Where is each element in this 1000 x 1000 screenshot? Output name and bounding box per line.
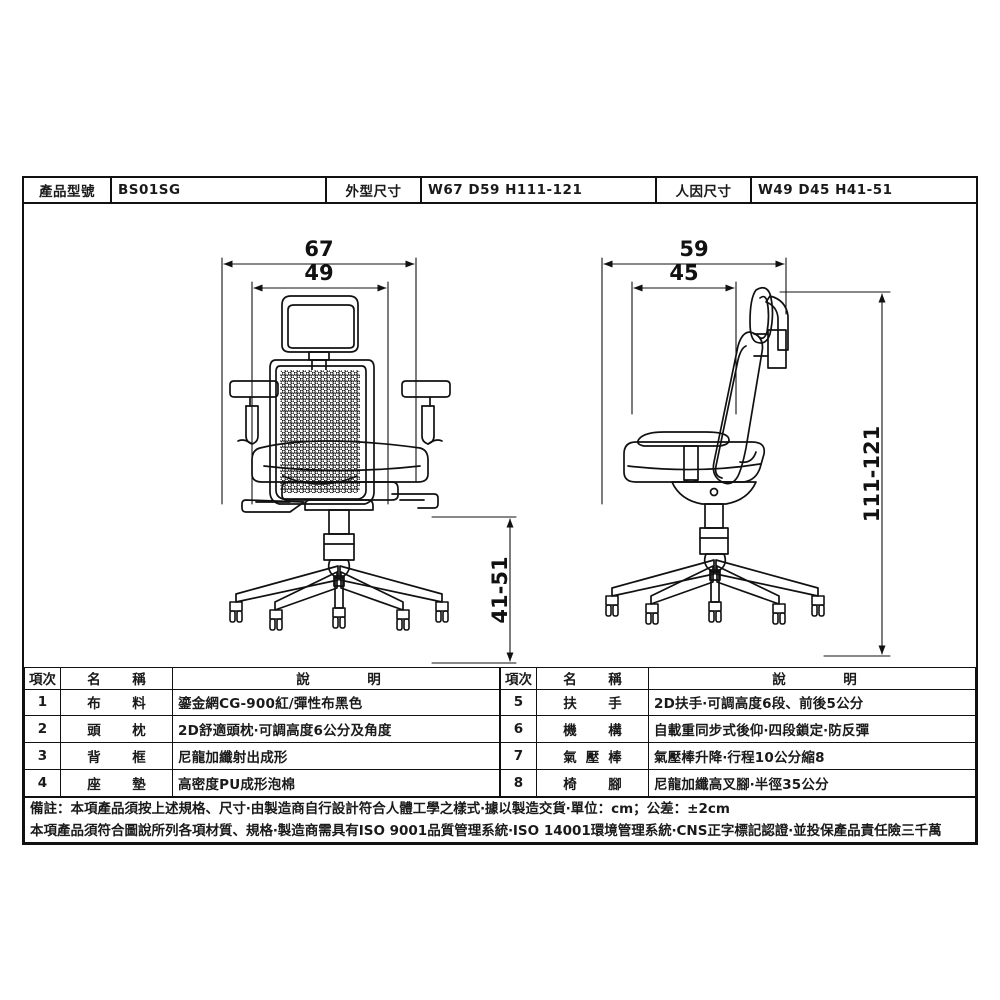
- row-name: 布 料: [60, 688, 173, 717]
- col-header-name: 名 稱: [60, 667, 173, 690]
- row-no: 8: [500, 769, 537, 797]
- spec-header-row: 產品型號 BS01SG 外型尺寸 W67 D59 H111-121 人因尺寸 W…: [24, 178, 976, 204]
- row-no: 4: [24, 769, 61, 797]
- footer-notes: 備註：本項產品須按上述規格、尺寸‧由製造商自行設計符合人體工學之樣式‧據以製造交…: [24, 797, 976, 843]
- overall-height-label: 111-121: [860, 426, 884, 522]
- table-row: 4 座 墊 高密度PU成形泡棉: [24, 769, 500, 797]
- armrest-right-front: [401, 380, 451, 445]
- seat-height-label: 41-51: [488, 556, 512, 623]
- row-no: 2: [24, 715, 61, 744]
- model-label: 產品型號: [24, 178, 112, 202]
- table-row: 8 椅 腳 尼龍加纖高叉腳‧半徑35公分: [500, 769, 976, 797]
- note-line-2: 本項產品須符合圖說所列各項材質、規格‧製造商需具有ISO 9001品質管理系統‧…: [30, 823, 942, 839]
- row-desc: 自載重同步式後仰‧四段鎖定‧防反彈: [648, 715, 976, 744]
- front-elevation-office-chair: [221, 257, 451, 631]
- outer-dimension-label: 外型尺寸: [327, 178, 422, 202]
- row-name: 扶 手: [536, 688, 649, 717]
- side-elevation-office-chair: [601, 257, 825, 625]
- row-name: 座 墊: [60, 769, 173, 797]
- casters-side: [605, 595, 825, 625]
- col-header-desc: 說 明: [648, 667, 976, 690]
- row-desc: 2D舒適頭枕‧可調高度6公分及角度: [172, 715, 500, 744]
- technical-drawing-canvas: 41-51: [24, 204, 976, 667]
- front-overall-width-label: 67: [304, 237, 333, 261]
- row-name: 氣壓棒: [536, 742, 649, 771]
- row-desc: 鎏金網CG-900紅/彈性布黑色: [172, 688, 500, 717]
- row-name: 椅 腳: [536, 769, 649, 797]
- side-overall-depth-label: 59: [679, 237, 708, 261]
- table-row: 1 布 料 鎏金網CG-900紅/彈性布黑色: [24, 688, 500, 717]
- dimension-overall-height: [779, 291, 891, 657]
- row-name: 機 構: [536, 715, 649, 744]
- table-header-row: 項次 名 稱 說 明: [500, 667, 976, 690]
- table-row: 2 頭 枕 2D舒適頭枕‧可調高度6公分及角度: [24, 715, 500, 744]
- table-row: 5 扶 手 2D扶手‧可調高度6段、前後5公分: [500, 688, 976, 717]
- chair-base-star-side: [611, 559, 819, 605]
- row-name: 背 框: [60, 742, 173, 771]
- spec-table-left: 項次 名 稱 說 明 1 布 料 鎏金網CG-900紅/彈性布黑色 2 頭 枕 …: [24, 667, 500, 797]
- drawing-sheet-frame: 產品型號 BS01SG 外型尺寸 W67 D59 H111-121 人因尺寸 W…: [22, 176, 978, 845]
- specification-tables: 項次 名 稱 說 明 1 布 料 鎏金網CG-900紅/彈性布黑色 2 頭 枕 …: [24, 667, 976, 843]
- row-desc: 尼龍加纖射出成形: [172, 742, 500, 771]
- ergonomic-dimension-label: 人因尺寸: [657, 178, 752, 202]
- ergonomic-dimension-value: W49 D45 H41-51: [758, 182, 893, 198]
- row-name: 頭 枕: [60, 715, 173, 744]
- dimension-side-overall-depth: [601, 257, 787, 505]
- row-no: 5: [500, 688, 537, 717]
- col-header-no: 項次: [500, 667, 537, 690]
- table-row: 7 氣壓棒 氣壓棒升降‧行程10公分縮8: [500, 742, 976, 771]
- row-no: 7: [500, 742, 537, 771]
- spec-table-right: 項次 名 稱 說 明 5 扶 手 2D扶手‧可調高度6段、前後5公分 6 機 構…: [500, 667, 976, 797]
- row-desc: 高密度PU成形泡棉: [172, 769, 500, 797]
- dimension-front-overall-width: [221, 257, 417, 505]
- col-header-name: 名 稱: [536, 667, 649, 690]
- front-seat-width-label: 49: [304, 261, 333, 285]
- table-row: 6 機 構 自載重同步式後仰‧四段鎖定‧防反彈: [500, 715, 976, 744]
- chair-drawing-svg: 41-51: [221, 237, 891, 664]
- row-no: 1: [24, 688, 61, 717]
- row-desc: 2D扶手‧可調高度6段、前後5公分: [648, 688, 976, 717]
- row-desc: 氣壓棒升降‧行程10公分縮8: [648, 742, 976, 771]
- row-desc: 尼龍加纖高叉腳‧半徑35公分: [648, 769, 976, 797]
- dimension-side-seat-depth: [631, 281, 737, 415]
- armrest-left-front: [229, 380, 279, 445]
- chair-base-star-front: [235, 565, 443, 611]
- col-header-desc: 說 明: [172, 667, 500, 690]
- row-no: 6: [500, 715, 537, 744]
- outer-dimension-value: W67 D59 H111-121: [422, 178, 657, 202]
- dimension-seat-height: [431, 516, 517, 664]
- row-no: 3: [24, 742, 61, 771]
- col-header-no: 項次: [24, 667, 61, 690]
- casters-front: [229, 601, 449, 631]
- table-row: 3 背 框 尼龍加纖射出成形: [24, 742, 500, 771]
- model-value: BS01SG: [112, 178, 327, 202]
- table-header-row: 項次 名 稱 說 明: [24, 667, 500, 690]
- note-line-1: 備註：本項產品須按上述規格、尺寸‧由製造商自行設計符合人體工學之樣式‧據以製造交…: [30, 801, 730, 817]
- side-seat-depth-label: 45: [669, 261, 698, 285]
